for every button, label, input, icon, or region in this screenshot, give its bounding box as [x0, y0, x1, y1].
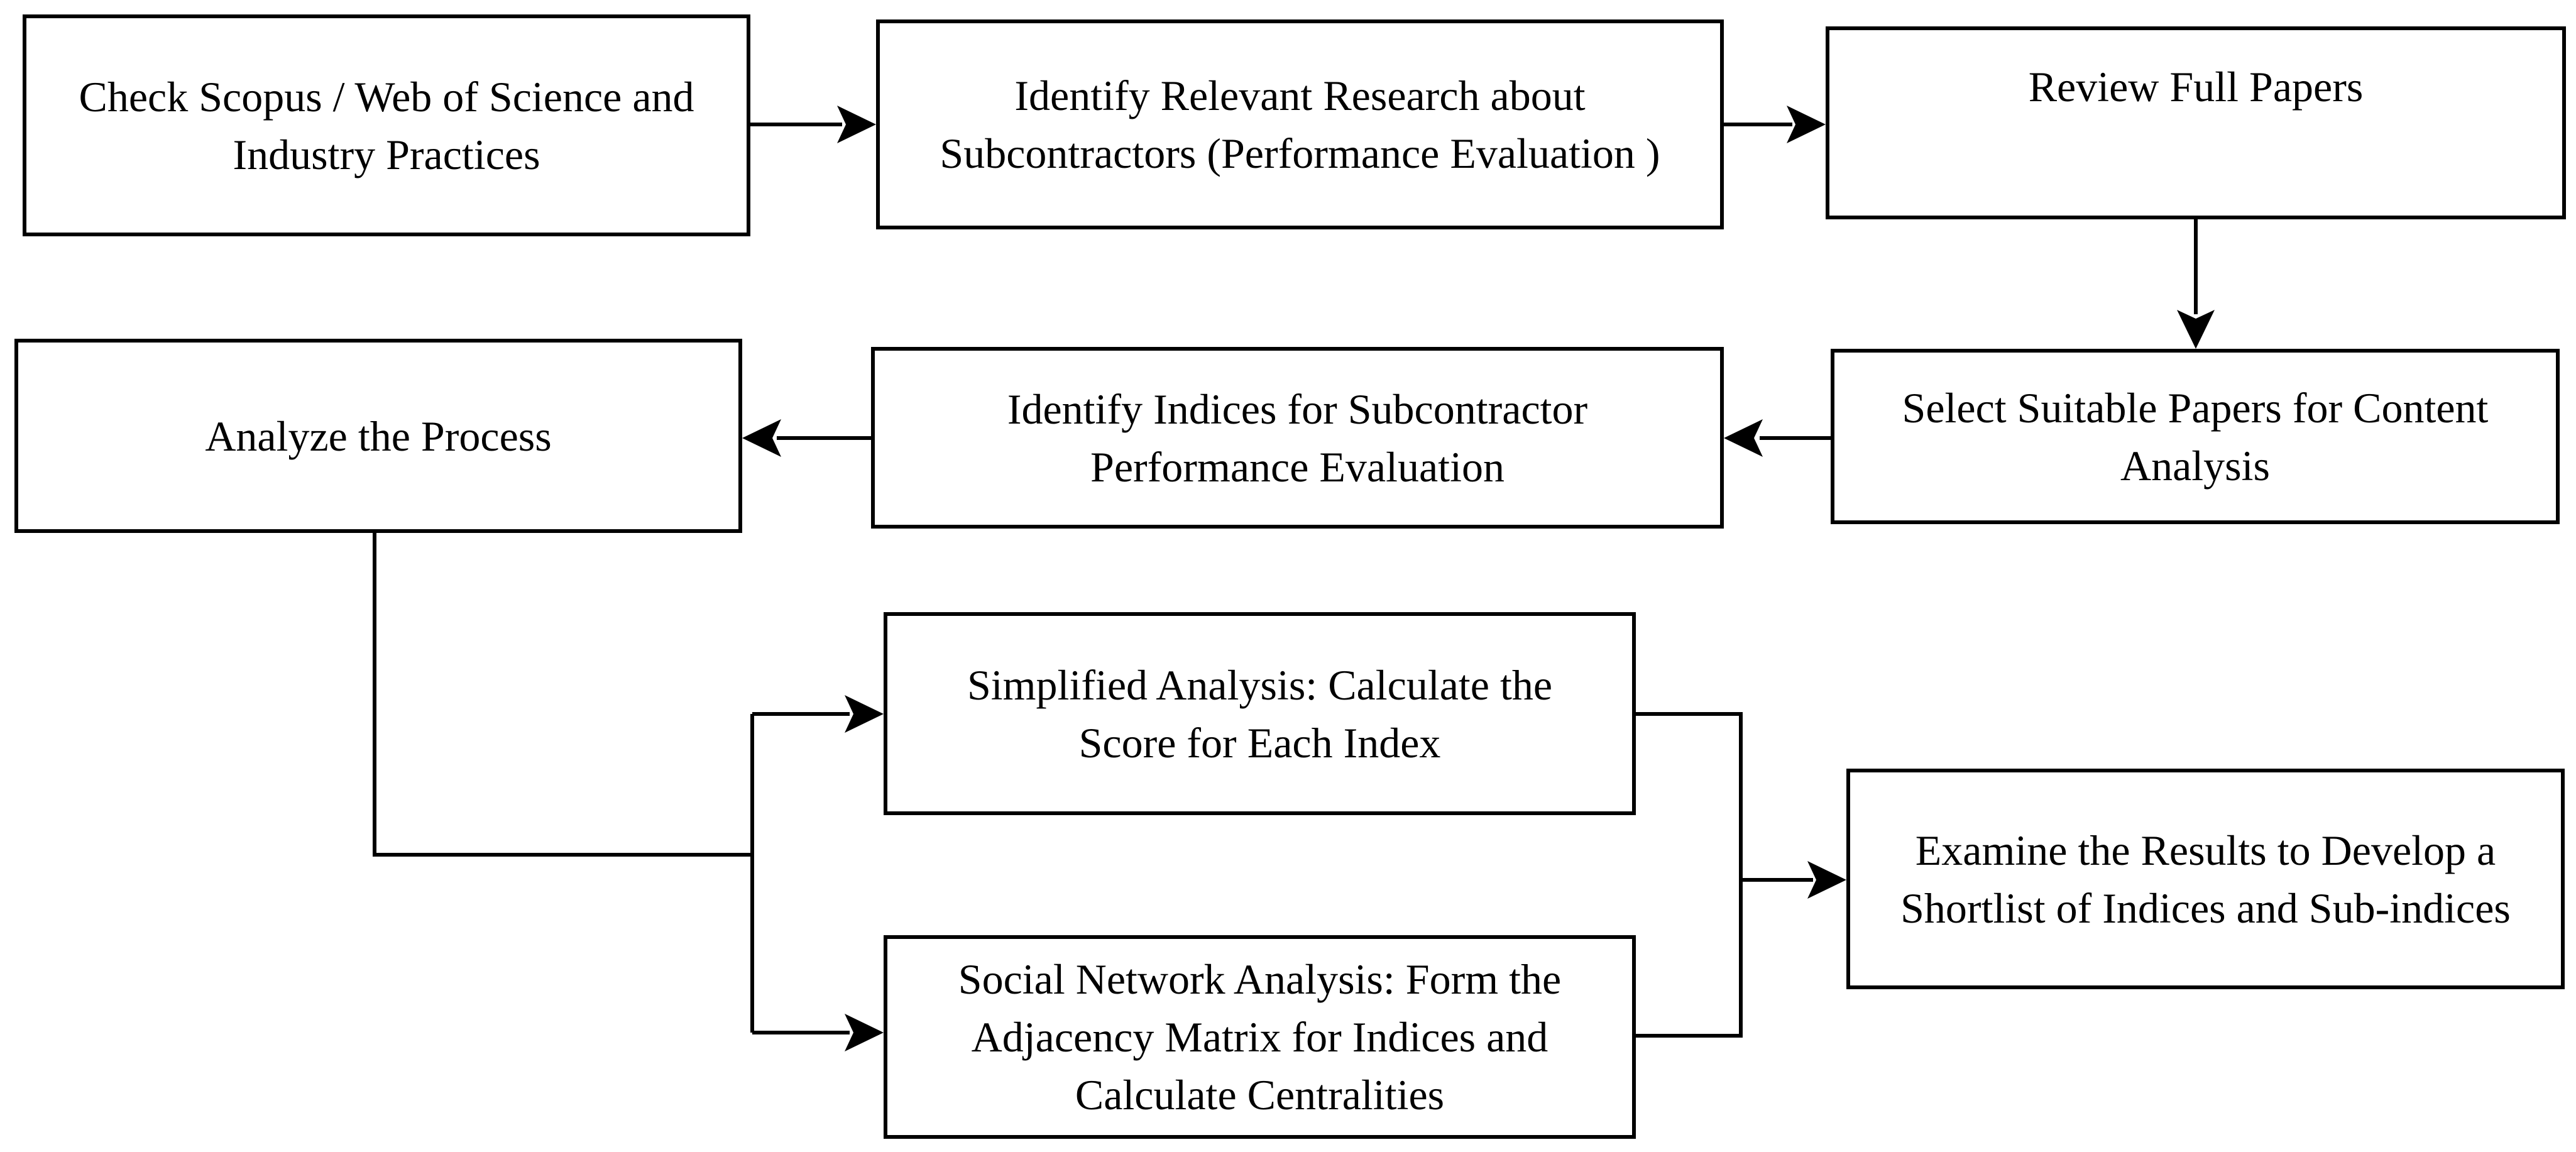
arrowhead-check-to-identify — [837, 106, 876, 143]
arrowhead-split-to-sna — [845, 1014, 884, 1051]
step-examine-results-label: Examine the Results to Develop a Shortli… — [1900, 826, 2511, 932]
arrowhead-review-to-select — [2177, 310, 2215, 349]
step-review-papers: Review Full Papers — [1826, 26, 2566, 219]
step-identify-indices: Identify Indices for Subcontractor Perfo… — [871, 347, 1724, 529]
arrowhead-split-to-simplified — [845, 695, 884, 733]
arrowhead-indices-to-analyze — [742, 419, 781, 457]
step-select-papers-label: Select Suitable Papers for Content Analy… — [1902, 383, 2489, 490]
step-analyze-process: Analyze the Process — [14, 339, 742, 533]
step-identify-research-label: Identify Relevant Research about Subcont… — [940, 72, 1660, 177]
step-identify-research: Identify Relevant Research about Subcont… — [876, 19, 1724, 229]
step-check-sources-label: Check Scopus / Web of Science and Indust… — [79, 72, 694, 178]
step-review-papers-label: Review Full Papers — [2028, 63, 2364, 111]
step-analyze-process-label: Analyze the Process — [205, 412, 552, 460]
step-sna-analysis-label: Social Network Analysis: Form the Adjace… — [958, 955, 1562, 1119]
step-examine-results: Examine the Results to Develop a Shortli… — [1846, 769, 2565, 989]
connector-simplified-merge — [1636, 712, 1743, 1038]
arrowhead-select-to-indices — [1724, 419, 1763, 457]
step-check-sources: Check Scopus / Web of Science and Indust… — [23, 14, 750, 236]
step-simplified-analysis: Simplified Analysis: Calculate the Score… — [884, 612, 1636, 815]
step-identify-indices-label: Identify Indices for Subcontractor Perfo… — [1007, 385, 1588, 491]
step-sna-analysis: Social Network Analysis: Form the Adjace… — [884, 935, 1636, 1139]
arrowhead-identify-to-review — [1787, 106, 1826, 143]
arrowhead-merge-to-examine — [1807, 861, 1846, 899]
connector-analyze-split — [373, 528, 752, 857]
step-select-papers: Select Suitable Papers for Content Analy… — [1831, 349, 2560, 524]
step-simplified-analysis-label: Simplified Analysis: Calculate the Score… — [967, 661, 1553, 767]
